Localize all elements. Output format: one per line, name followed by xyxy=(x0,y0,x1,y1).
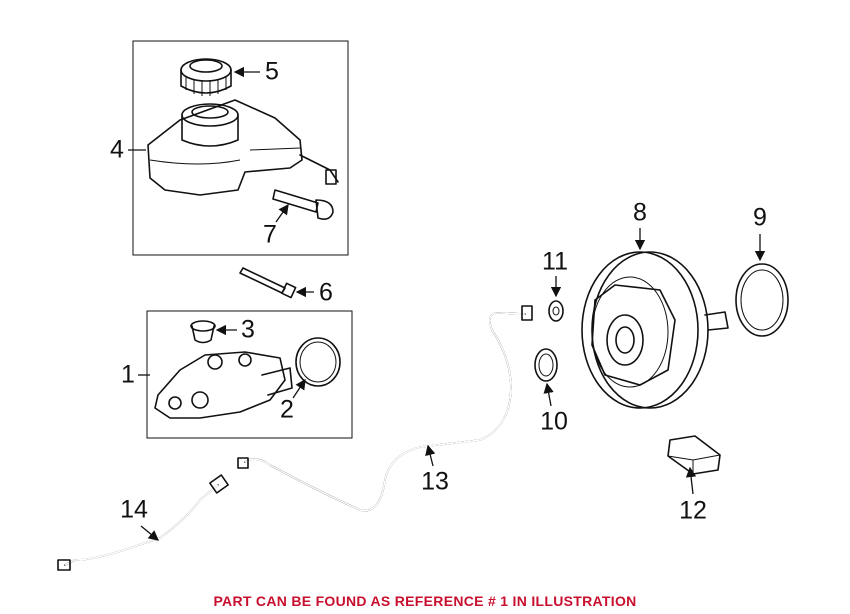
callout-6: 6 xyxy=(319,279,333,307)
callout-9: 9 xyxy=(753,204,767,232)
master-cylinder[interactable] xyxy=(154,351,293,419)
callout-12: 12 xyxy=(679,497,707,525)
booster-gasket[interactable] xyxy=(735,263,789,337)
brake-line[interactable] xyxy=(57,474,229,571)
o-ring-seal[interactable] xyxy=(295,337,341,387)
vacuum-hose[interactable] xyxy=(237,305,533,512)
callout-13: 13 xyxy=(421,468,449,496)
fluid-level-sensor[interactable] xyxy=(272,189,334,220)
callout-11: 11 xyxy=(542,248,568,276)
retaining-pin[interactable] xyxy=(239,267,297,299)
callout-2: 2 xyxy=(280,396,294,424)
grommet[interactable] xyxy=(190,320,216,344)
booster-seal[interactable] xyxy=(534,348,558,382)
seal-washer-small[interactable] xyxy=(548,300,564,322)
callout-1: 1 xyxy=(121,361,135,389)
reservoir-cap[interactable] xyxy=(180,58,232,96)
callout-7: 7 xyxy=(263,221,277,249)
callout-4: 4 xyxy=(110,136,124,164)
callout-10: 10 xyxy=(540,408,568,436)
callout-8: 8 xyxy=(633,199,647,227)
brake-booster[interactable] xyxy=(581,251,729,409)
brake-fluid-reservoir[interactable] xyxy=(147,99,339,196)
callout-14: 14 xyxy=(120,496,148,524)
reference-note: PART CAN BE FOUND AS REFERENCE # 1 IN IL… xyxy=(213,593,637,609)
callout-5: 5 xyxy=(265,58,279,86)
reservoir-group-box xyxy=(132,40,349,256)
callout-3: 3 xyxy=(241,316,255,344)
mounting-bracket[interactable] xyxy=(667,435,721,475)
